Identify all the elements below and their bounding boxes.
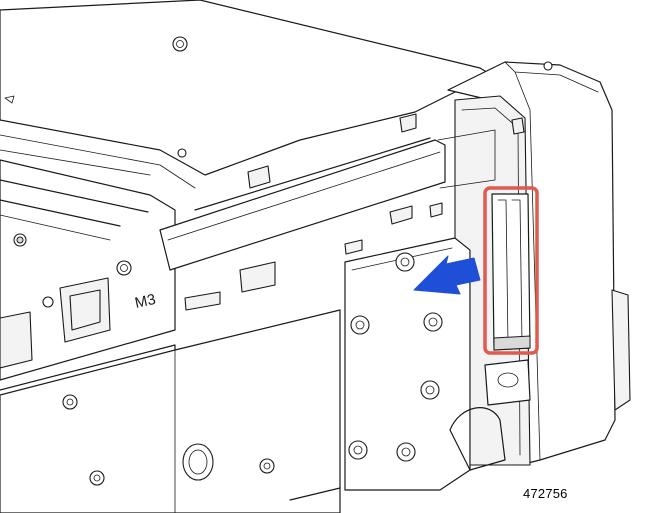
mounting-bracket: [159, 113, 446, 311]
figure-id-label: 472756: [523, 486, 568, 501]
chassis-side-rail: [0, 159, 176, 406]
arrow-left-icon: [413, 255, 481, 295]
riser-card: [491, 193, 531, 351]
chassis-marking: M3: [133, 291, 157, 312]
front-panel-plate: [344, 237, 471, 491]
chassis-top-cover: [0, 0, 501, 189]
callout-highlight-box: [483, 186, 539, 355]
chassis-front-face: [0, 309, 341, 513]
